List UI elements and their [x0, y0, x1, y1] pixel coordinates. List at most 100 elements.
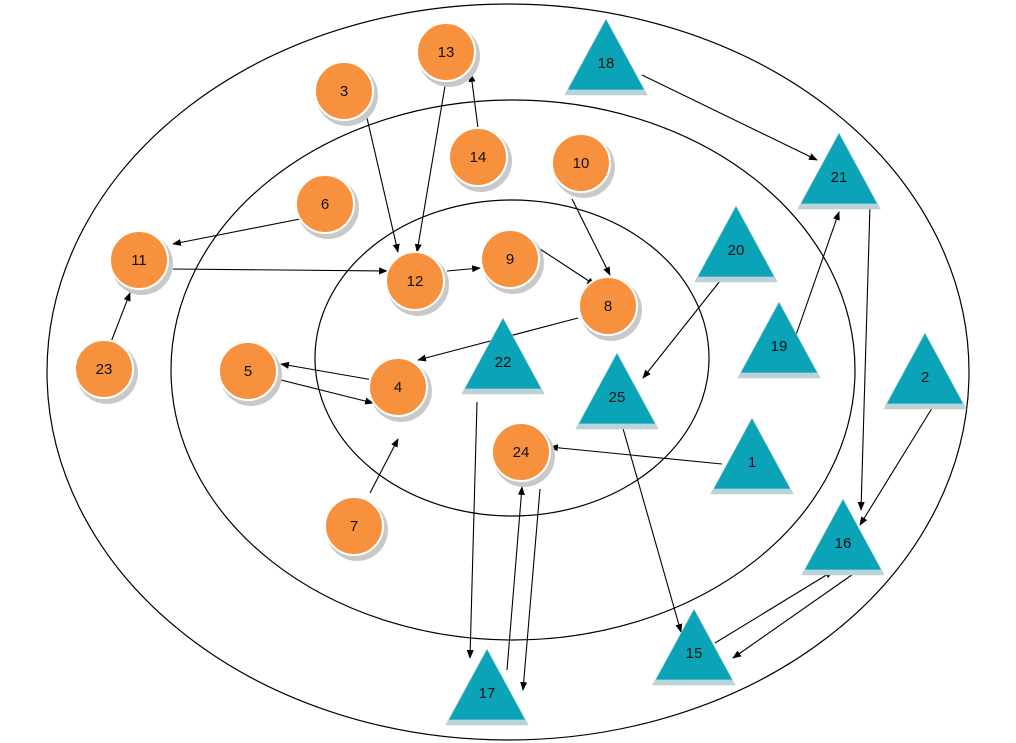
- node-label: 15: [686, 645, 703, 662]
- triangle-node-shape: [805, 499, 881, 570]
- node-19[interactable]: 19: [737, 301, 821, 379]
- circle-node-shape: [74, 339, 134, 399]
- triangle-node-shape: [579, 353, 655, 424]
- node-label: 11: [131, 252, 147, 269]
- circle-node-shape: [416, 22, 476, 82]
- edge-12-to-9: [446, 265, 481, 273]
- node-11[interactable]: 11: [109, 230, 173, 295]
- edge-7-to-4: [369, 438, 399, 494]
- circle-node-shape: [218, 341, 278, 401]
- concentric-rings: [46, 3, 970, 741]
- circle-node-shape: [578, 276, 638, 336]
- circle-node-shape: [551, 133, 611, 193]
- node-2[interactable]: 2: [883, 332, 967, 410]
- node-1[interactable]: 1: [710, 417, 794, 495]
- circle-node-shape: [491, 422, 551, 482]
- edge-14-to-13: [468, 73, 479, 129]
- node-7[interactable]: 7: [324, 496, 388, 561]
- node-23[interactable]: 23: [74, 339, 138, 404]
- edge-24-to-17: [520, 488, 541, 691]
- edge-13-to-12: [414, 85, 446, 253]
- node-label: 18: [598, 55, 615, 72]
- edge-3-to-12: [366, 117, 400, 253]
- node-label: 2: [921, 369, 929, 386]
- node-15[interactable]: 15: [652, 608, 736, 686]
- nodes-layer: 1234567891011121314151617181920212223242…: [74, 18, 967, 726]
- node-label: 17: [479, 685, 496, 702]
- node-label: 4: [394, 379, 402, 396]
- circle-node-shape: [109, 230, 169, 290]
- node-label: 10: [573, 155, 590, 172]
- triangle-node-shape: [656, 609, 732, 680]
- edge-4-to-5: [280, 361, 374, 381]
- triangle-node-shape: [887, 333, 963, 404]
- node-6[interactable]: 6: [295, 174, 359, 239]
- node-label: 14: [470, 149, 487, 166]
- node-18[interactable]: 18: [564, 18, 648, 96]
- node-12[interactable]: 12: [385, 251, 449, 316]
- edge-16-to-15: [732, 571, 857, 659]
- node-label: 19: [771, 338, 788, 355]
- edge-20-to-25: [642, 280, 721, 379]
- node-label: 22: [495, 354, 512, 371]
- node-5[interactable]: 5: [218, 341, 282, 406]
- node-20[interactable]: 20: [694, 205, 778, 283]
- node-3[interactable]: 3: [314, 61, 378, 126]
- triangle-node-shape: [449, 649, 525, 720]
- node-8[interactable]: 8: [578, 276, 642, 341]
- edge-25-to-15: [621, 424, 683, 633]
- node-label: 5: [244, 363, 252, 380]
- node-label: 8: [604, 298, 612, 315]
- middle-ring: [170, 99, 856, 641]
- circle-node-shape: [368, 357, 428, 417]
- node-label: 9: [506, 251, 514, 268]
- circle-node-shape: [448, 127, 508, 187]
- node-10[interactable]: 10: [551, 133, 615, 198]
- node-14[interactable]: 14: [448, 127, 512, 192]
- triangle-node-shape: [741, 302, 817, 373]
- node-25[interactable]: 25: [575, 352, 659, 430]
- node-label: 6: [321, 196, 329, 213]
- edge-1-to-24: [549, 444, 723, 465]
- triangle-node-shape: [698, 206, 774, 277]
- edge-9-to-8: [539, 248, 596, 286]
- triangle-node-shape: [465, 318, 541, 389]
- node-label: 20: [728, 242, 745, 259]
- circle-node-shape: [480, 229, 540, 289]
- inner-ring: [314, 199, 710, 517]
- outer-ring: [46, 3, 970, 741]
- node-4[interactable]: 4: [368, 357, 432, 422]
- node-22[interactable]: 22: [461, 317, 545, 395]
- circle-node-shape: [314, 61, 374, 121]
- circle-node-shape: [295, 174, 355, 234]
- node-label: 1: [748, 454, 756, 471]
- edge-23-to-11: [110, 292, 131, 343]
- node-label: 21: [831, 169, 848, 186]
- node-label: 13: [438, 44, 455, 61]
- node-label: 16: [835, 535, 852, 552]
- edge-21-to-16: [857, 204, 871, 511]
- node-24[interactable]: 24: [491, 422, 555, 487]
- node-9[interactable]: 9: [480, 229, 544, 294]
- edge-11-to-12: [172, 267, 388, 275]
- node-label: 25: [609, 389, 626, 406]
- node-16[interactable]: 16: [801, 498, 885, 576]
- triangle-node-shape: [801, 133, 877, 204]
- node-label: 23: [96, 361, 113, 378]
- node-21[interactable]: 21: [797, 132, 881, 210]
- edge-6-to-11: [172, 217, 306, 246]
- node-label: 3: [340, 83, 348, 100]
- node-17[interactable]: 17: [445, 648, 529, 726]
- edge-15-to-16: [714, 570, 834, 644]
- node-label: 7: [350, 518, 358, 535]
- edge-10-to-8: [571, 198, 611, 276]
- node-13[interactable]: 13: [416, 22, 480, 87]
- edge-17-to-24: [506, 486, 525, 671]
- edge-18-to-21: [641, 74, 818, 161]
- node-label: 24: [513, 444, 530, 461]
- node-label: 12: [407, 273, 424, 290]
- circle-node-shape: [385, 251, 445, 311]
- triangle-node-shape: [714, 418, 790, 489]
- edge-22-to-17: [466, 401, 478, 659]
